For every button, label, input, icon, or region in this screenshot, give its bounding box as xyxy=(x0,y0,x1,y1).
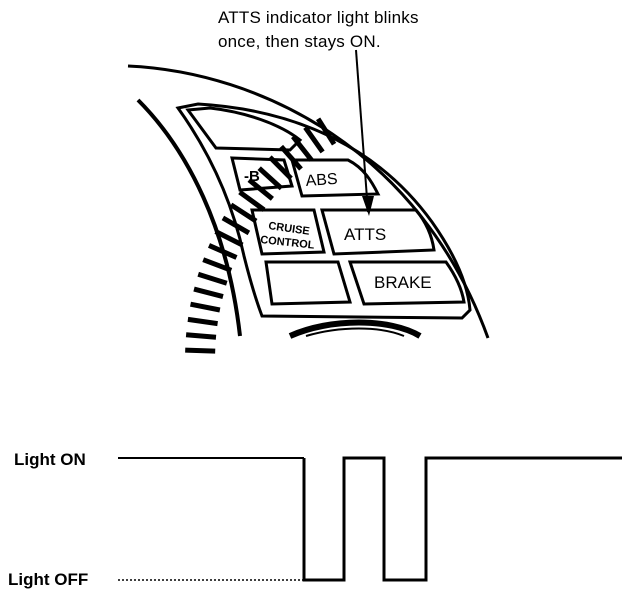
gauge-tick xyxy=(257,166,284,191)
instrument-cluster xyxy=(127,64,490,339)
gauge-tick xyxy=(238,190,266,212)
light-off-label: Light OFF xyxy=(8,570,89,589)
callout-line-2: once, then stays ON. xyxy=(218,32,381,51)
light-on-label: Light ON xyxy=(14,450,86,469)
indicator-housing xyxy=(175,102,472,320)
brake-indicator-label: BRAKE xyxy=(374,273,432,292)
gauge-tick xyxy=(207,243,238,260)
indicator-top-blank xyxy=(185,106,303,152)
gauge-tick xyxy=(185,347,216,354)
atts-blink-signal xyxy=(302,456,622,582)
gauge-tick xyxy=(291,135,314,162)
indicator-atts xyxy=(320,208,436,256)
callout-line-1: ATTS indicator light blinks xyxy=(218,8,419,27)
indicator-labels: -B ABS CRUISE CONTROL ATTS BRAKE xyxy=(244,168,432,292)
gauge-tick xyxy=(197,271,228,286)
gauge-tick xyxy=(185,332,217,340)
cluster-inner-arc xyxy=(136,98,242,337)
lower-gauge-arc xyxy=(288,319,422,339)
gauge-tick xyxy=(229,202,258,224)
gauge-tick xyxy=(193,286,224,300)
gauge-tick xyxy=(315,117,337,146)
gauge-tick xyxy=(190,301,221,313)
indicator-brake xyxy=(347,260,466,306)
callout-arrow xyxy=(355,49,374,216)
gauge-tick xyxy=(202,257,233,273)
atts-indicator-label: ATTS xyxy=(344,225,386,244)
abs-indicator-label: ABS xyxy=(305,171,338,190)
gauge-tick xyxy=(187,316,218,327)
cruise-indicator-label-line1: CRUISE xyxy=(268,220,311,238)
timing-waveform xyxy=(118,456,622,582)
indicator-cruise-control xyxy=(250,208,326,256)
indicator-abs xyxy=(290,158,381,198)
gauge-tick xyxy=(214,229,244,248)
gauge-tick xyxy=(303,125,325,154)
cruise-indicator-label-line2: CONTROL xyxy=(260,234,316,252)
key-indicator-label: -B xyxy=(244,168,260,185)
cluster-outer-bezel xyxy=(127,64,490,339)
indicator-bottom-blank xyxy=(264,260,353,306)
indicator-housing-outline xyxy=(175,102,472,320)
callout-text: ATTS indicator light blinks once, then s… xyxy=(218,6,419,54)
indicator-key xyxy=(230,156,294,192)
